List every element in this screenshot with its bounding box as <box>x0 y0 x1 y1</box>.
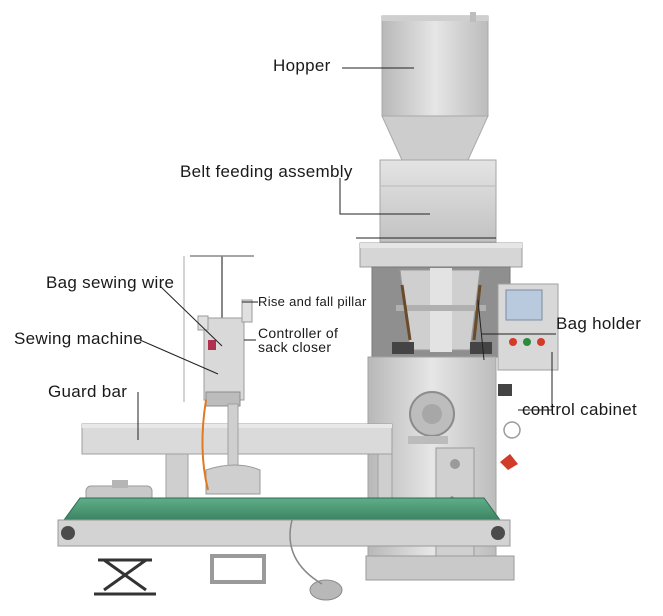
label-controller-line2: sack closer <box>258 339 332 355</box>
label-sewing-machine: Sewing machine <box>14 329 143 348</box>
scissor-stand <box>94 558 156 596</box>
belt-feeding-box <box>379 159 497 243</box>
leader-lines <box>137 67 556 440</box>
label-bag-sewing-wire: Bag sewing wire <box>46 273 175 292</box>
label-bag-holder: Bag holder <box>556 314 642 333</box>
label-belt-feeding-assembly: Belt feeding assembly <box>180 162 353 181</box>
label-guard-bar: Guard bar <box>48 382 128 401</box>
label-control-cabinet: control cabinet <box>522 400 638 419</box>
conveyor-belt <box>57 497 511 584</box>
control-cabinet-part <box>497 283 559 470</box>
foot-pedal <box>289 519 343 601</box>
label-rise-and-fall-pillar: Rise and fall pillar <box>258 294 367 309</box>
label-controller-line1: Controller of <box>258 325 339 341</box>
hopper-part <box>381 12 489 161</box>
label-hopper: Hopper <box>273 56 331 75</box>
cable <box>201 399 209 491</box>
weighing-frame <box>359 242 523 358</box>
sewing-machine-part <box>183 255 261 495</box>
base-plate <box>365 555 515 581</box>
